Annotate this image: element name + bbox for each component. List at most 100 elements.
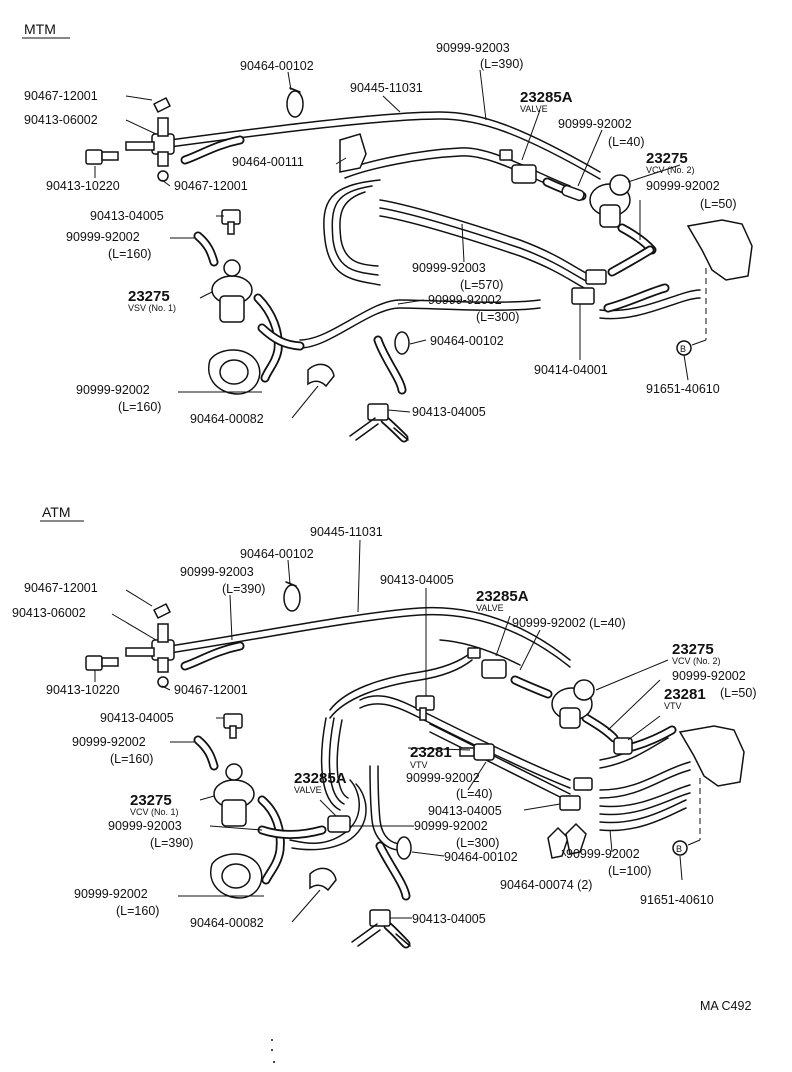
mtm-label: 90467-12001	[174, 179, 248, 193]
atm-label: VCV (No. 1)	[130, 807, 179, 817]
mtm-label: VCV (No. 2)	[646, 165, 695, 175]
atm-label: 23275	[130, 792, 172, 809]
atm-fitting-04005-right	[559, 795, 581, 811]
atm-label: (L=160)	[110, 752, 153, 766]
mtm-bracket-right	[686, 219, 753, 281]
atm-label: 90413-04005	[428, 804, 502, 818]
atm-label: 90999-92002	[672, 669, 746, 683]
mtm-label: 90445-11031	[350, 81, 423, 95]
atm-clip-00074-a	[547, 826, 569, 859]
atm-clip-00074-b	[565, 822, 587, 855]
mtm-label: 90999-92002	[66, 230, 140, 244]
atm-label: VALVE	[294, 785, 322, 795]
atm-label: 90467-12001	[24, 581, 98, 595]
atm-label: 90999-92003	[108, 819, 182, 833]
atm-main-tubes	[169, 606, 691, 851]
atm-label: (L=390)	[222, 582, 265, 596]
atm-valve-23285a-lower	[327, 815, 351, 833]
atm-label: 23285A	[476, 588, 529, 605]
mtm-hoses	[180, 135, 670, 443]
atm-label: VTV	[410, 760, 428, 770]
atm-leaders	[94, 539, 683, 923]
atm-label: 90999-92002	[566, 847, 640, 861]
mtm-label: (L=160)	[108, 247, 151, 261]
mtm-title: MTM	[24, 21, 56, 37]
mtm-bracket-00111	[339, 133, 367, 173]
mtm-fitting-10220	[85, 149, 103, 165]
atm-label: 90413-04005	[380, 573, 454, 587]
mtm-label: (L=50)	[700, 197, 736, 211]
atm-parts: B	[85, 581, 745, 947]
atm-label: (L=50)	[720, 686, 756, 700]
atm-label: 90413-04005	[412, 912, 486, 926]
atm-label: 23281	[410, 744, 452, 761]
atm-label: 90413-04005	[100, 711, 174, 725]
atm-bracket-right	[678, 725, 745, 787]
atm-label: 90445-11031	[310, 525, 383, 539]
mtm-label: 90464-00111	[232, 155, 304, 169]
atm-label: 90464-00082	[190, 916, 264, 930]
atm-clip-00082	[309, 867, 337, 892]
mtm-label: 90467-12001	[24, 89, 98, 103]
atm-label: VCV (No. 2)	[672, 656, 721, 666]
atm-ring-clamp-small	[396, 836, 412, 860]
mtm-fitting-04001	[571, 287, 595, 305]
atm-callout-b: B	[676, 844, 682, 854]
atm-label: 90999-92003	[180, 565, 254, 579]
atm-label: 90999-92002	[72, 735, 146, 749]
atm-label: 90999-92002	[74, 887, 148, 901]
atm-label: 90999-92002	[414, 819, 488, 833]
atm-label: 91651-40610	[640, 893, 714, 907]
mtm-callout-b: B	[680, 344, 686, 354]
mtm-label: 90999-92003	[412, 261, 486, 275]
mtm-label: 90464-00102	[430, 334, 504, 348]
mtm-valve-23285a	[511, 164, 537, 184]
atm-label: 90413-10220	[46, 683, 120, 697]
atm-clip-upper	[153, 603, 171, 619]
mtm-ring-clamp-small	[394, 331, 410, 355]
atm-vtv-right	[613, 737, 633, 755]
atm-label: VTV	[664, 701, 682, 711]
mtm-label: 90413-04005	[412, 405, 486, 419]
mtm-label: 90413-10220	[46, 179, 120, 193]
mtm-label: 90413-04005	[90, 209, 164, 223]
mtm-label: (L=390)	[480, 57, 523, 71]
mtm-label: 90999-92002	[646, 179, 720, 193]
mtm-label: 23275	[128, 288, 170, 305]
mtm-label: VALVE	[520, 104, 548, 114]
diagram-code: MA C492	[700, 999, 751, 1013]
mtm-label: 90999-92002	[76, 383, 150, 397]
atm-label: (L=40)	[456, 787, 492, 801]
mtm-label: 23275	[646, 150, 688, 167]
atm-label: 90464-00102	[240, 547, 314, 561]
mtm-clip-lower	[157, 170, 169, 182]
atm-ring-clamp	[283, 584, 301, 612]
atm-section: ATM	[12, 504, 756, 949]
atm-label: 23275	[672, 641, 714, 658]
mtm-clip-upper	[153, 97, 171, 113]
atm-label: 90467-12001	[174, 683, 248, 697]
mtm-labels: 90464-00102 90999-92003 (L=390) 90467-12…	[24, 41, 736, 426]
atm-label: (L=160)	[116, 904, 159, 918]
atm-label: (L=100)	[608, 864, 651, 878]
atm-callout-b-circle	[672, 840, 688, 856]
atm-valve-23285a-upper	[481, 659, 507, 679]
mtm-label: 90999-92002	[558, 117, 632, 131]
atm-label: 90464-00074 (2)	[500, 878, 592, 892]
mtm-clip-00082	[307, 363, 335, 388]
atm-label: VALVE	[476, 603, 504, 613]
mtm-parts: B	[85, 87, 753, 441]
atm-label: 90464-00102	[444, 850, 518, 864]
atm-fitting-04005-bottom	[369, 909, 391, 927]
mtm-label: (L=570)	[460, 278, 503, 292]
mtm-main-tubes	[169, 111, 701, 349]
atm-three-way-fitting	[151, 639, 175, 661]
mtm-fitting-04005-bottom	[367, 403, 389, 421]
atm-labels: 90445-11031 90464-00102 90999-92003 (L=3…	[12, 525, 756, 930]
mtm-label: 90999-92002	[428, 293, 502, 307]
mtm-label: 23285A	[520, 89, 573, 106]
mtm-label: 91651-40610	[646, 382, 720, 396]
atm-fitting-10220	[85, 655, 103, 671]
mtm-label: 90413-06002	[24, 113, 98, 127]
